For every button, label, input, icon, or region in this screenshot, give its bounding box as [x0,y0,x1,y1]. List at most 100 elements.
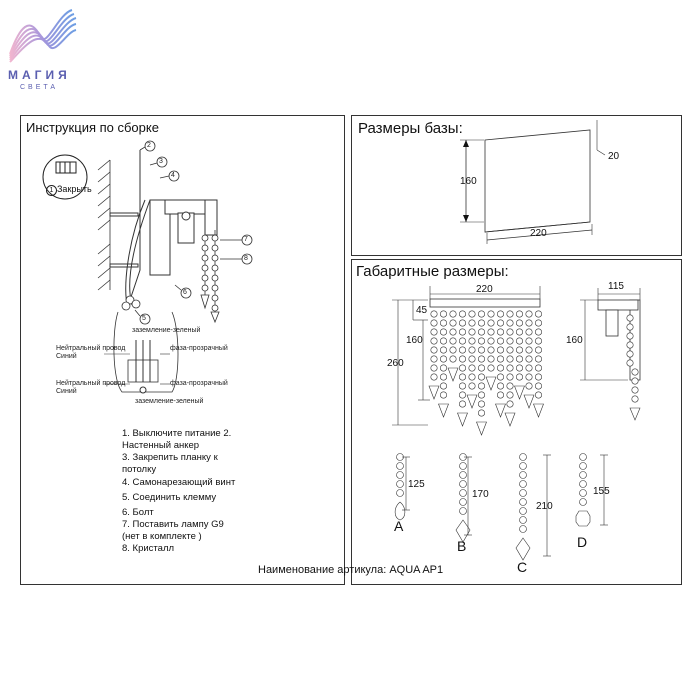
crystal-bead [579,453,587,461]
step-line: 3. Закрепить планку к [122,452,218,464]
crystal-drop [455,519,471,543]
crystal-bead [439,337,447,345]
crystal-bead [525,364,533,372]
crystal-bead [458,364,466,372]
crystal-bead [525,319,533,327]
crystal-bead [631,368,639,376]
crystal-bead [487,364,495,372]
neutral-label-bottom: Нейтральный провод Синий [56,380,126,396]
crystal-bead [458,400,466,408]
crystal-bead [468,373,476,381]
crystal-bead [439,382,447,390]
crystal-bead [477,337,485,345]
crystal-bead [468,310,476,318]
crystal-bead [449,355,457,363]
crystal-bead [534,310,542,318]
crystal-bead [525,346,533,354]
crystal-bead [534,319,542,327]
crystal-bead [519,453,527,461]
crystal-bead [525,337,533,345]
crystal-bead [430,373,438,381]
overall-inner-height-label: 160 [406,335,423,346]
crystal-bead [515,346,523,354]
crystal-bead [458,355,466,363]
crystal-bead [631,377,639,385]
crystal-drop [438,403,449,418]
crystal-bead [515,319,523,327]
article-name: Наименование артикула: AQUA AP1 [258,564,444,576]
crystal-bead [525,328,533,336]
base-title: Размеры базы: [358,120,463,137]
crystal-bead [631,386,639,394]
crystal-bead [477,328,485,336]
crystal-bead [496,319,504,327]
base-depth-label: 20 [608,151,620,162]
base-dimensions-panel [351,115,682,256]
assembly-panel [20,115,345,585]
crystal-bead [458,346,466,354]
crystal-bead [579,480,587,488]
crystal-bead [396,480,404,488]
crystal-bead [534,328,542,336]
crystal-bead [626,332,634,340]
phase-label-bottom: фаза-прозрачный [170,380,228,387]
crystal-bead [534,382,542,390]
crystal-bead [631,395,639,403]
crystal-bead [477,373,485,381]
crystal-drop [447,367,459,382]
crystal-bead [468,328,476,336]
crystal-bead [496,364,504,372]
crystal-bead [506,382,514,390]
close-step-number: 1 [46,185,57,196]
crystal-bead [534,346,542,354]
crystal-bead [430,364,438,372]
crystal-bead [506,364,514,372]
crystal-d-letter: D [577,534,588,550]
crystal-bead [477,409,485,417]
crystal-bead [515,310,523,318]
crystal-bead [458,382,466,390]
callout-8: 8 [244,255,248,262]
crystal-bead [519,462,527,470]
callout-6: 6 [183,289,187,296]
crystal-bead [579,489,587,497]
crystal-bead [515,373,523,381]
crystal-bead [468,319,476,327]
wiring-block [104,311,179,394]
assembly-title: Инструкция по сборке [26,120,159,135]
crystal-bead [496,337,504,345]
crystal-bead [487,355,495,363]
crystal-bead [579,498,587,506]
crystal-bead [487,328,495,336]
crystal-bead [449,328,457,336]
logo-wave-icon [9,9,77,63]
side-height-label: 160 [566,335,583,346]
crystal-c-letter: C [517,559,528,575]
crystal-bead [458,319,466,327]
crystal-bead [515,328,523,336]
crystal-bead [449,337,457,345]
crystal-bead [496,382,504,390]
crystal-bead [626,314,634,322]
crystal-bead [534,391,542,399]
crystal-bead [439,373,447,381]
crystal-bead [496,346,504,354]
crystal-bead [439,310,447,318]
wall-hatch [97,159,111,291]
crystal-bead [506,373,514,381]
crystal-drop [523,394,535,409]
base-height-label: 160 [460,176,477,187]
crystal-drop [514,385,525,400]
callout-3: 3 [159,158,163,165]
callout-4: 4 [171,172,175,179]
crystal-drop [515,537,531,561]
crystal-bead [468,382,476,390]
crystal-bead [626,359,634,367]
crystal-bead [515,364,523,372]
crystal-bead [506,337,514,345]
crystal-bead [519,489,527,497]
crystal-bead [430,355,438,363]
crystal-bead [459,471,467,479]
crystal-drop [428,385,440,400]
